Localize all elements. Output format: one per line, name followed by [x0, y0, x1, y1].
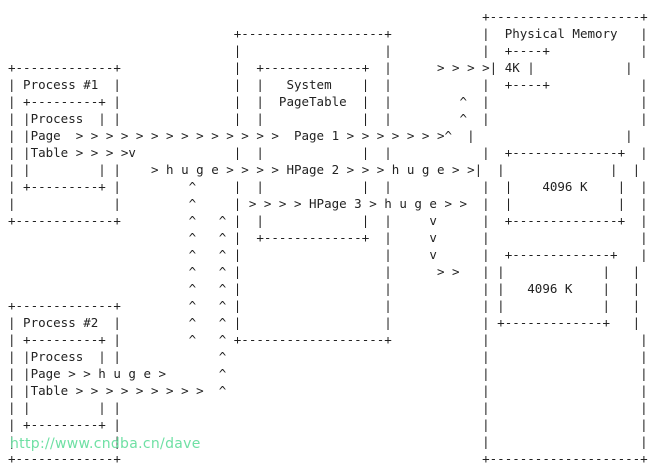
diagram-line: +-------------+ | +-------------+ | > > …	[8, 60, 633, 75]
diagram-line: | +---------+ | | | PageTable | | ^ | |	[8, 94, 648, 109]
diagram-line: | |Process | | | | | | ^ | |	[8, 111, 648, 126]
diagram-line: | |Page > > > > > > > > > > > > > > Page…	[8, 128, 633, 143]
diagram-line: | |Page > > h u g e > ^ | |	[8, 366, 648, 381]
ascii-memory-diagram: +--------------------+ +----------------…	[8, 8, 648, 467]
diagram-line: | | | +----+ |	[8, 43, 648, 58]
diagram-line: ^ ^ | | > > | | | |	[8, 264, 641, 279]
diagram-line: +--------------------+	[8, 9, 648, 24]
diagram-line: | |Table > > > > > > > > > ^ | |	[8, 383, 648, 398]
diagram-line: ^ ^ | | v | +-------------+ |	[8, 247, 648, 262]
diagram-line: | | | |	[8, 434, 648, 449]
diagram-line: | +---------+ | ^ ^ +-------------------…	[8, 332, 648, 347]
diagram-line: | Process #1 | | | System | | | +----+ |	[8, 77, 648, 92]
diagram-line: | | ^ | > > > > HPage 3 > h u g e > > | …	[8, 196, 648, 211]
diagram-line: | |Process | | ^ | |	[8, 349, 648, 364]
diagram-line: | +---------+ | ^ | | | | | | 4096 K | |	[8, 179, 648, 194]
diagram-line: +-------------+ ^ ^ | | | | | |	[8, 298, 641, 313]
diagram-line: | | | | | |	[8, 400, 648, 415]
diagram-line: | | | | > h u g e > > > > HPage 2 > > > …	[8, 162, 641, 177]
diagram-line: +-------------------+ | Physical Memory …	[8, 26, 648, 41]
diagram-line: +-------------+ +--------------------+	[8, 451, 648, 466]
diagram-line: | Process #2 | ^ ^ | | | +-------------+…	[8, 315, 641, 330]
diagram-line: ^ ^ | +-------------+ | v | |	[8, 230, 648, 245]
diagram-line: | +---------+ | | |	[8, 417, 648, 432]
watermark-url: http://www.cndba.cn/dave	[10, 436, 201, 452]
diagram-line: +-------------+ ^ ^ | | | | v | +-------…	[8, 213, 648, 228]
diagram-line: | |Table > > > >v | | | | | +-----------…	[8, 145, 648, 160]
diagram-line: ^ ^ | | | | 4096 K | |	[8, 281, 641, 296]
